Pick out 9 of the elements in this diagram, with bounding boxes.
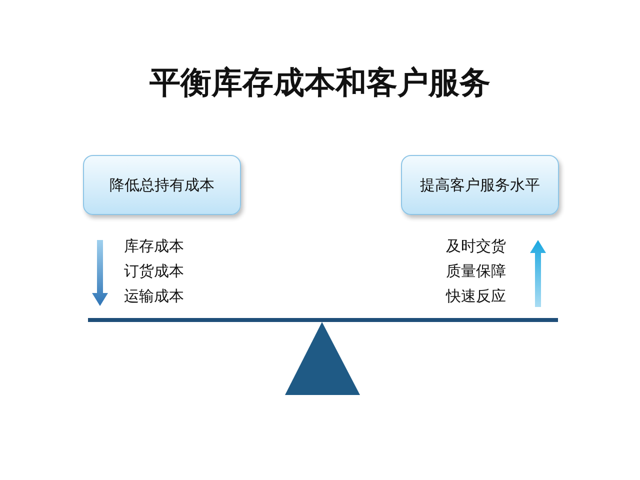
list-item: 质量保障: [446, 262, 506, 281]
title: 平衡库存成本和客户服务: [148, 64, 492, 103]
list-item: 快速反应: [446, 287, 506, 306]
list-item: 订货成本: [124, 262, 184, 281]
list-item: 库存成本: [124, 237, 184, 256]
goal-box: 降低总持有成本: [83, 155, 241, 215]
list-item: 及时交货: [446, 237, 506, 256]
goal-box: 提高客户服务水平: [401, 155, 559, 215]
list-item: 运输成本: [124, 287, 184, 306]
